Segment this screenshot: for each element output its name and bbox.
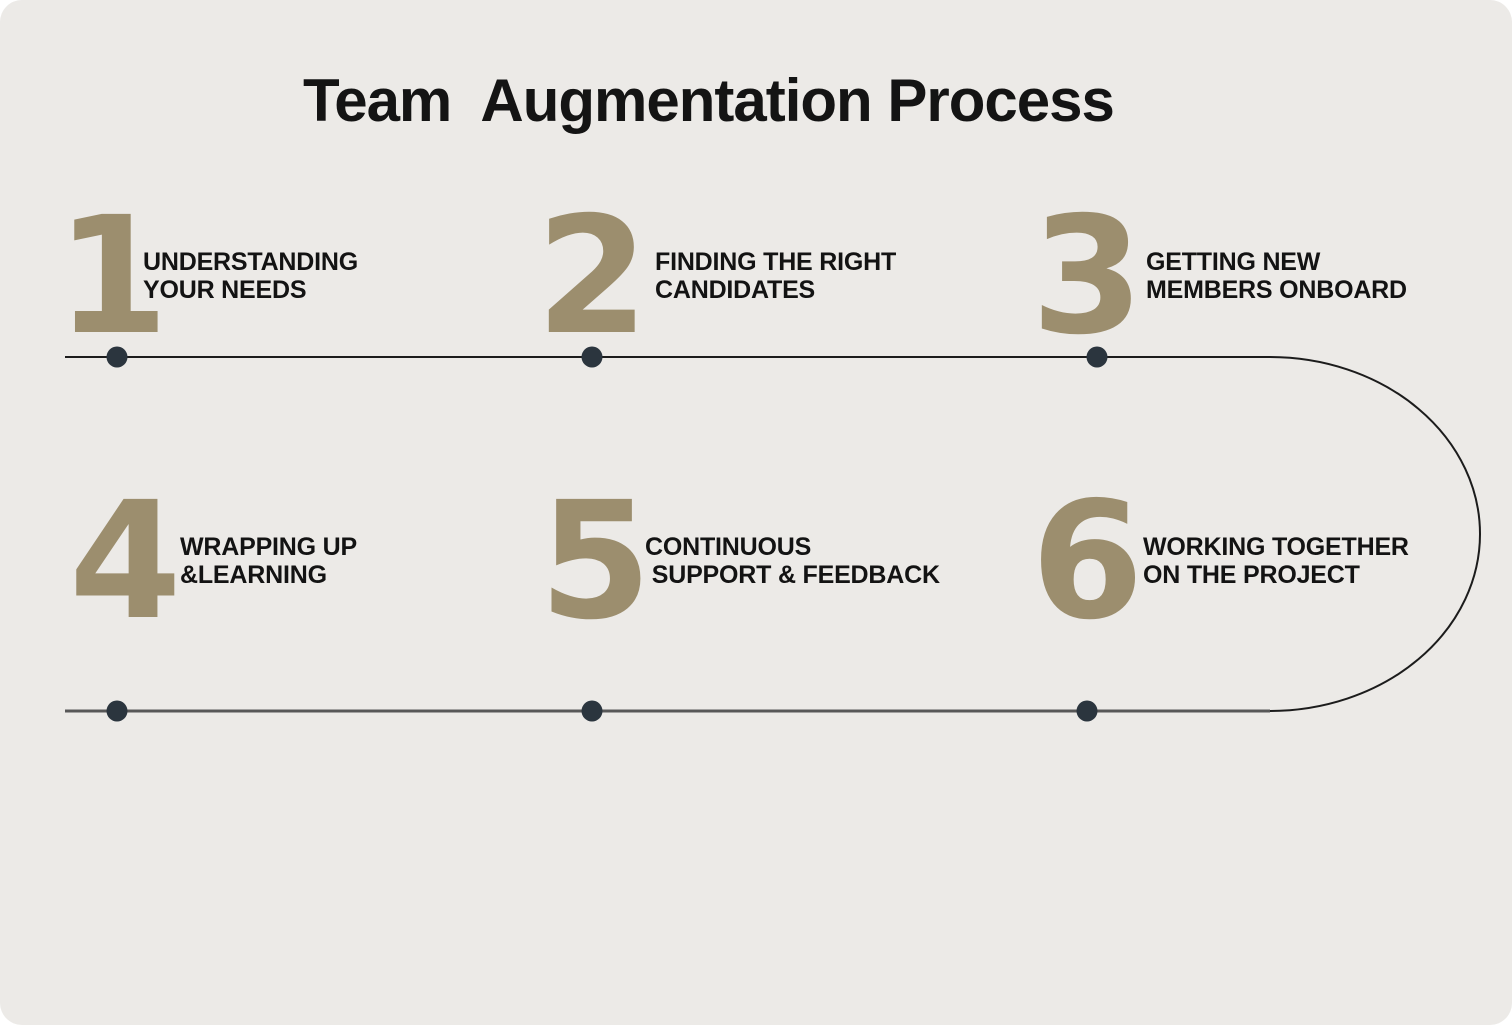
step-dot-2: [581, 346, 603, 368]
step-number: 6: [1031, 468, 1144, 656]
step-label: GETTING NEW MEMBERS ONBOARD: [1146, 248, 1407, 304]
step-number: 1: [56, 183, 169, 371]
step-number: 5: [539, 468, 652, 656]
process-step-2: 2 FINDING THE RIGHT CANDIDATES: [536, 196, 990, 358]
top-line-and-u-turn-curve: [65, 356, 1481, 712]
step-number: 2: [536, 183, 649, 371]
step-dot-4: [106, 700, 128, 722]
step-label: FINDING THE RIGHT CANDIDATES: [655, 248, 897, 304]
step-label: WORKING TOGETHER ON THE PROJECT: [1143, 533, 1409, 589]
process-step-5: 5 CONTINUOUS SUPPORT & FEEDBACK: [539, 481, 993, 643]
step-label: UNDERSTANDING YOUR NEEDS: [143, 248, 358, 304]
process-step-4: 4 WRAPPING UP &LEARNING: [69, 481, 523, 643]
step-dot-1: [106, 346, 128, 368]
process-step-1: 1 UNDERSTANDING YOUR NEEDS: [56, 196, 522, 358]
page-title: Team Augmentation Process: [303, 67, 1115, 135]
process-step-6: 6 WORKING TOGETHER ON THE PROJECT: [1031, 481, 1485, 643]
step-label: WRAPPING UP &LEARNING: [180, 533, 357, 589]
process-step-3: 3 GETTING NEW MEMBERS ONBOARD: [1031, 196, 1485, 358]
step-number: 3: [1031, 183, 1144, 371]
step-dot-6: [1076, 700, 1098, 722]
step-dot-5: [581, 700, 603, 722]
step-number: 4: [69, 468, 182, 656]
step-dot-3: [1086, 346, 1108, 368]
step-label: CONTINUOUS SUPPORT & FEEDBACK: [645, 533, 940, 589]
